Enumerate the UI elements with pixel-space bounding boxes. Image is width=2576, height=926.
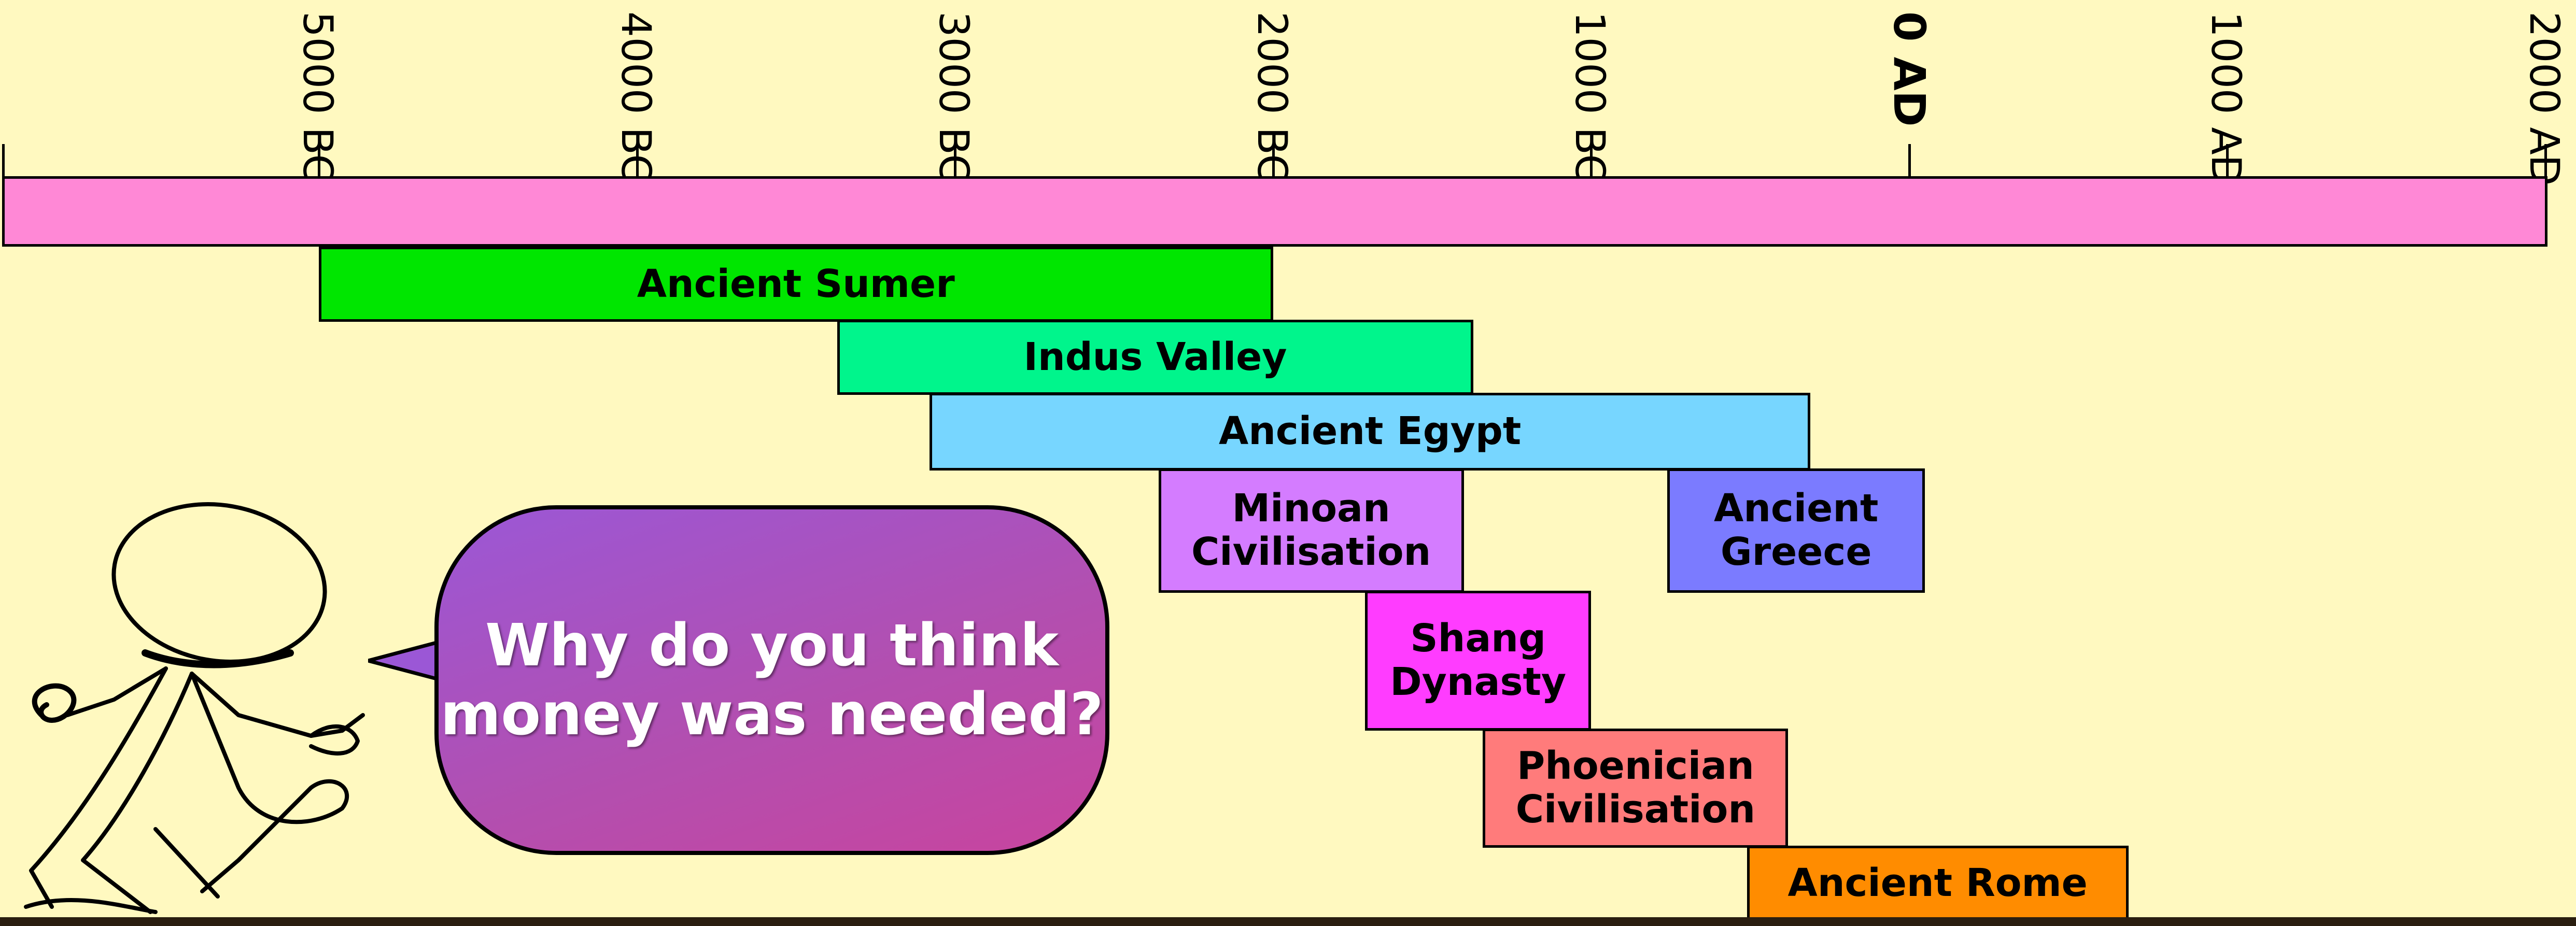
tick-mark bbox=[1908, 144, 1911, 178]
thinking-figure-icon bbox=[24, 502, 365, 914]
civilisation-label: Indus Valley bbox=[1023, 334, 1287, 379]
tick-label: 0 AD bbox=[1883, 11, 1935, 127]
tick-mark bbox=[1590, 144, 1593, 178]
civilisation-label: Ancient Sumer bbox=[637, 261, 955, 306]
civilisation-label: Shang Dynasty bbox=[1390, 616, 1567, 704]
tick-label: 2000 AD bbox=[2520, 11, 2567, 186]
civilisation-bar: Minoan Civilisation bbox=[1158, 468, 1464, 593]
tick-label: 1000 AD bbox=[2202, 11, 2249, 186]
speech-bubble: Why do you think money was needed? bbox=[434, 505, 1109, 855]
tick-label: 3000 BC bbox=[930, 11, 977, 182]
tick-mark bbox=[2226, 144, 2229, 178]
tick-mark bbox=[954, 144, 956, 178]
civilisation-bar: Ancient Egypt bbox=[929, 393, 1811, 471]
tick-mark bbox=[636, 144, 639, 178]
tick-label: 1000 BC bbox=[1566, 11, 1613, 182]
civilisation-label: Ancient Rome bbox=[1787, 860, 2088, 905]
civilisation-bar: Phoenician Civilisation bbox=[1483, 729, 1789, 848]
ground-line bbox=[0, 917, 2576, 926]
tick-mark bbox=[2544, 144, 2547, 178]
civilisation-bar: Shang Dynasty bbox=[1365, 591, 1591, 731]
civilisation-label: Minoan Civilisation bbox=[1191, 486, 1431, 574]
timeline-axis-bar bbox=[2, 176, 2547, 247]
tick-label: 4000 BC bbox=[612, 11, 659, 182]
tick-label: 5000 BC bbox=[294, 11, 341, 182]
civilisation-bar: Indus Valley bbox=[837, 320, 1473, 395]
speech-bubble-text: Why do you think money was needed? bbox=[440, 612, 1104, 748]
civilisation-bar: Ancient Sumer bbox=[319, 247, 1273, 322]
civilisation-label: Ancient Greece bbox=[1713, 486, 1879, 574]
tick-mark bbox=[318, 144, 320, 178]
tick-mark bbox=[1272, 144, 1275, 178]
civilisation-bar: Ancient Rome bbox=[1747, 846, 2129, 921]
axis-start-mark bbox=[2, 144, 5, 178]
civilisation-label: Phoenician Civilisation bbox=[1515, 744, 1755, 832]
civilisation-bar: Ancient Greece bbox=[1667, 468, 1925, 593]
civilisation-label: Ancient Egypt bbox=[1218, 409, 1522, 454]
tick-label: 2000 BC bbox=[1248, 11, 1295, 182]
